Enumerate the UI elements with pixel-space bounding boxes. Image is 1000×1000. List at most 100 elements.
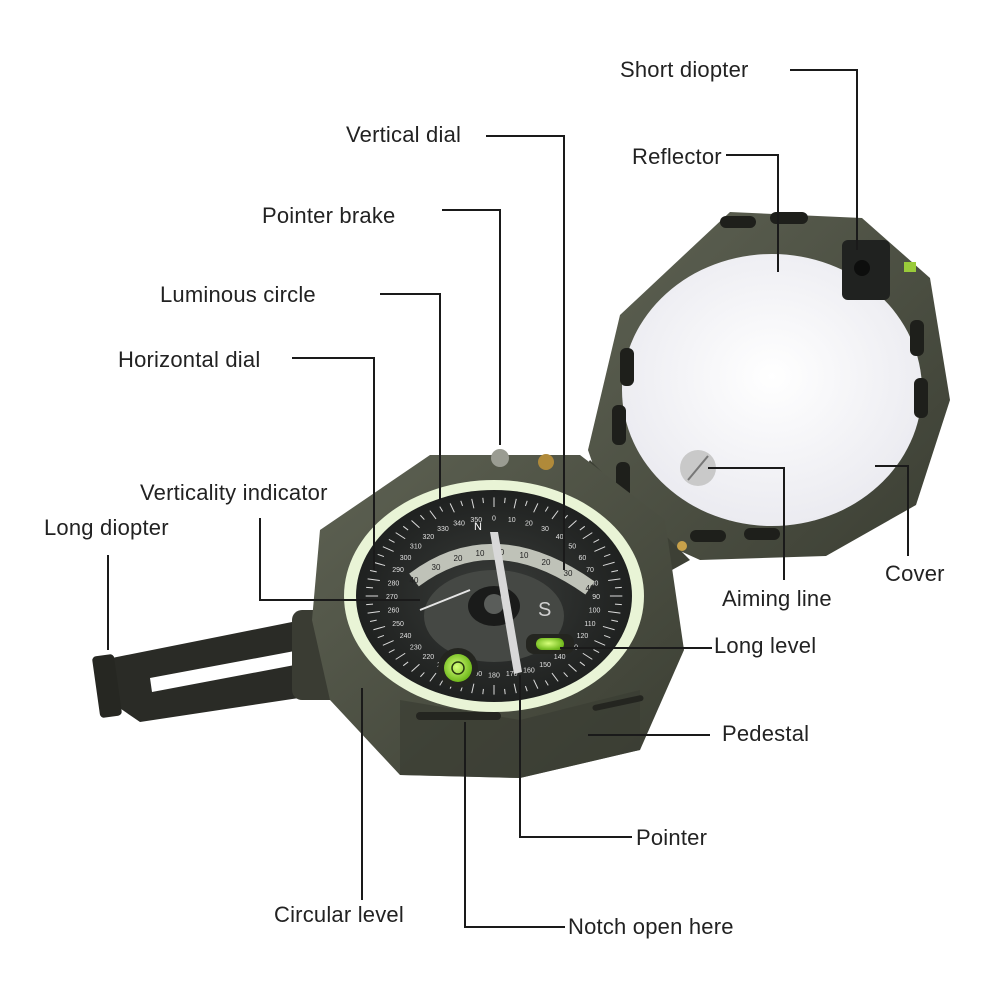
- label-circular-level: Circular level: [274, 902, 404, 927]
- dial-tick: [568, 663, 577, 672]
- leader-pointer: [519, 675, 632, 838]
- dial-tick: [593, 649, 600, 653]
- dial-tick: [377, 553, 385, 558]
- dial-tick: [367, 578, 380, 582]
- horizontal-dial-labels: 0102030405060708090100110120130140150160…: [386, 516, 600, 680]
- leader-horizontal-dial: [292, 357, 375, 570]
- dial-tick: [388, 539, 395, 543]
- dial-tick: [533, 679, 539, 689]
- dial-tick-label: 240: [400, 633, 412, 640]
- dial-tick: [611, 619, 619, 623]
- vertical-dial-label: 10: [476, 549, 485, 558]
- dial-tick: [395, 532, 406, 540]
- vertical-dial-label: 10: [520, 551, 529, 560]
- dial-tick: [373, 625, 386, 631]
- dial-tick: [582, 652, 593, 660]
- dial-tick-label: 90: [592, 594, 600, 601]
- dial-tick: [367, 610, 380, 614]
- dial-tick: [482, 497, 484, 504]
- dial-tick-label: 280: [388, 580, 400, 587]
- dial-tick: [544, 506, 549, 512]
- label-long-diopter: Long diopter: [44, 515, 169, 540]
- label-long-level: Long level: [714, 633, 817, 658]
- dial-tick: [504, 688, 506, 695]
- dial-tick: [411, 663, 420, 672]
- notch: [416, 712, 501, 720]
- long-level: [526, 634, 574, 654]
- dial-tick-label: 50: [568, 544, 576, 551]
- leader-luminous-circle: [380, 293, 441, 500]
- dial-tick: [551, 672, 559, 682]
- vertical-dial-label: 0: [500, 548, 505, 557]
- dial-tick: [377, 634, 385, 639]
- dial-tick-label: 260: [388, 608, 400, 615]
- dial-tick-label: 270: [386, 594, 398, 601]
- dial-tick-label: 300: [400, 555, 412, 562]
- short-diopter: [842, 240, 916, 300]
- dial-tick: [551, 510, 559, 520]
- dial-tick: [593, 539, 600, 543]
- dial-tick-label: 320: [423, 534, 435, 541]
- dial-tick: [460, 500, 464, 507]
- dial-tick: [369, 569, 377, 573]
- dial-tick: [504, 497, 506, 504]
- dial-tick: [471, 683, 475, 694]
- dial-tick-label: 350: [470, 517, 482, 524]
- dial-tick: [382, 546, 394, 552]
- label-pointer: Pointer: [636, 825, 708, 850]
- label-vertical-dial: Vertical dial: [346, 122, 462, 147]
- dial-tick: [524, 500, 528, 507]
- dial-tick: [411, 520, 420, 529]
- dial-tick: [602, 561, 615, 567]
- long-diopter: [92, 610, 352, 722]
- dial-tick: [544, 680, 549, 686]
- leader-short-diopter: [790, 69, 858, 250]
- label-pointer-brake: Pointer brake: [262, 203, 396, 228]
- dial-tick: [420, 514, 425, 520]
- vertical-dial-label: 30: [564, 569, 573, 578]
- dial-tick-label: 80: [591, 580, 599, 587]
- leader-pointer-brake: [442, 209, 501, 445]
- dial-tick: [482, 688, 484, 695]
- dial-tick: [533, 503, 539, 513]
- leader-cover: [875, 465, 909, 556]
- dial-tick: [373, 561, 386, 567]
- dial-tick: [608, 610, 621, 614]
- dial-tick: [439, 680, 444, 686]
- label-notch-open-here: Notch open here: [568, 914, 734, 939]
- dial-tick-label: 340: [453, 520, 465, 527]
- vertical-dial-label: 20: [542, 558, 551, 567]
- dial-tick: [369, 619, 377, 623]
- dial-tick-label: 120: [577, 633, 589, 640]
- dial-tick: [608, 578, 621, 582]
- dial-tick: [602, 625, 615, 631]
- pointer: N S: [474, 521, 551, 674]
- vertical-dial-label: 40: [586, 584, 595, 593]
- verticality-indicator: [419, 589, 471, 611]
- dial-tick-label: 70: [586, 567, 594, 574]
- dial-tick: [579, 525, 586, 531]
- north-mark: N: [474, 521, 482, 533]
- leader-notch: [464, 722, 565, 928]
- dial-tick-label: 290: [392, 567, 404, 574]
- label-short-diopter: Short diopter: [620, 57, 749, 82]
- dial-tick-label: 20: [525, 520, 533, 527]
- dial-tick: [579, 661, 586, 667]
- label-luminous-circle: Luminous circle: [160, 282, 316, 307]
- dial-tick-label: 220: [423, 654, 435, 661]
- dial-tick: [524, 685, 528, 692]
- dial-tick: [395, 652, 406, 660]
- dial-tick-label: 330: [437, 526, 449, 533]
- leader-reflector: [726, 154, 779, 272]
- dial-tick-label: 150: [539, 662, 551, 669]
- dial-tick: [568, 520, 577, 529]
- leader-vertical-dial: [486, 135, 565, 570]
- dial-tick-label: 160: [523, 668, 535, 675]
- dial-tick: [513, 683, 517, 694]
- dial-tick: [420, 672, 425, 678]
- dial-tick-label: 170: [506, 671, 518, 678]
- pointer-brake-button: [491, 449, 509, 467]
- label-pedestal: Pedestal: [722, 721, 810, 746]
